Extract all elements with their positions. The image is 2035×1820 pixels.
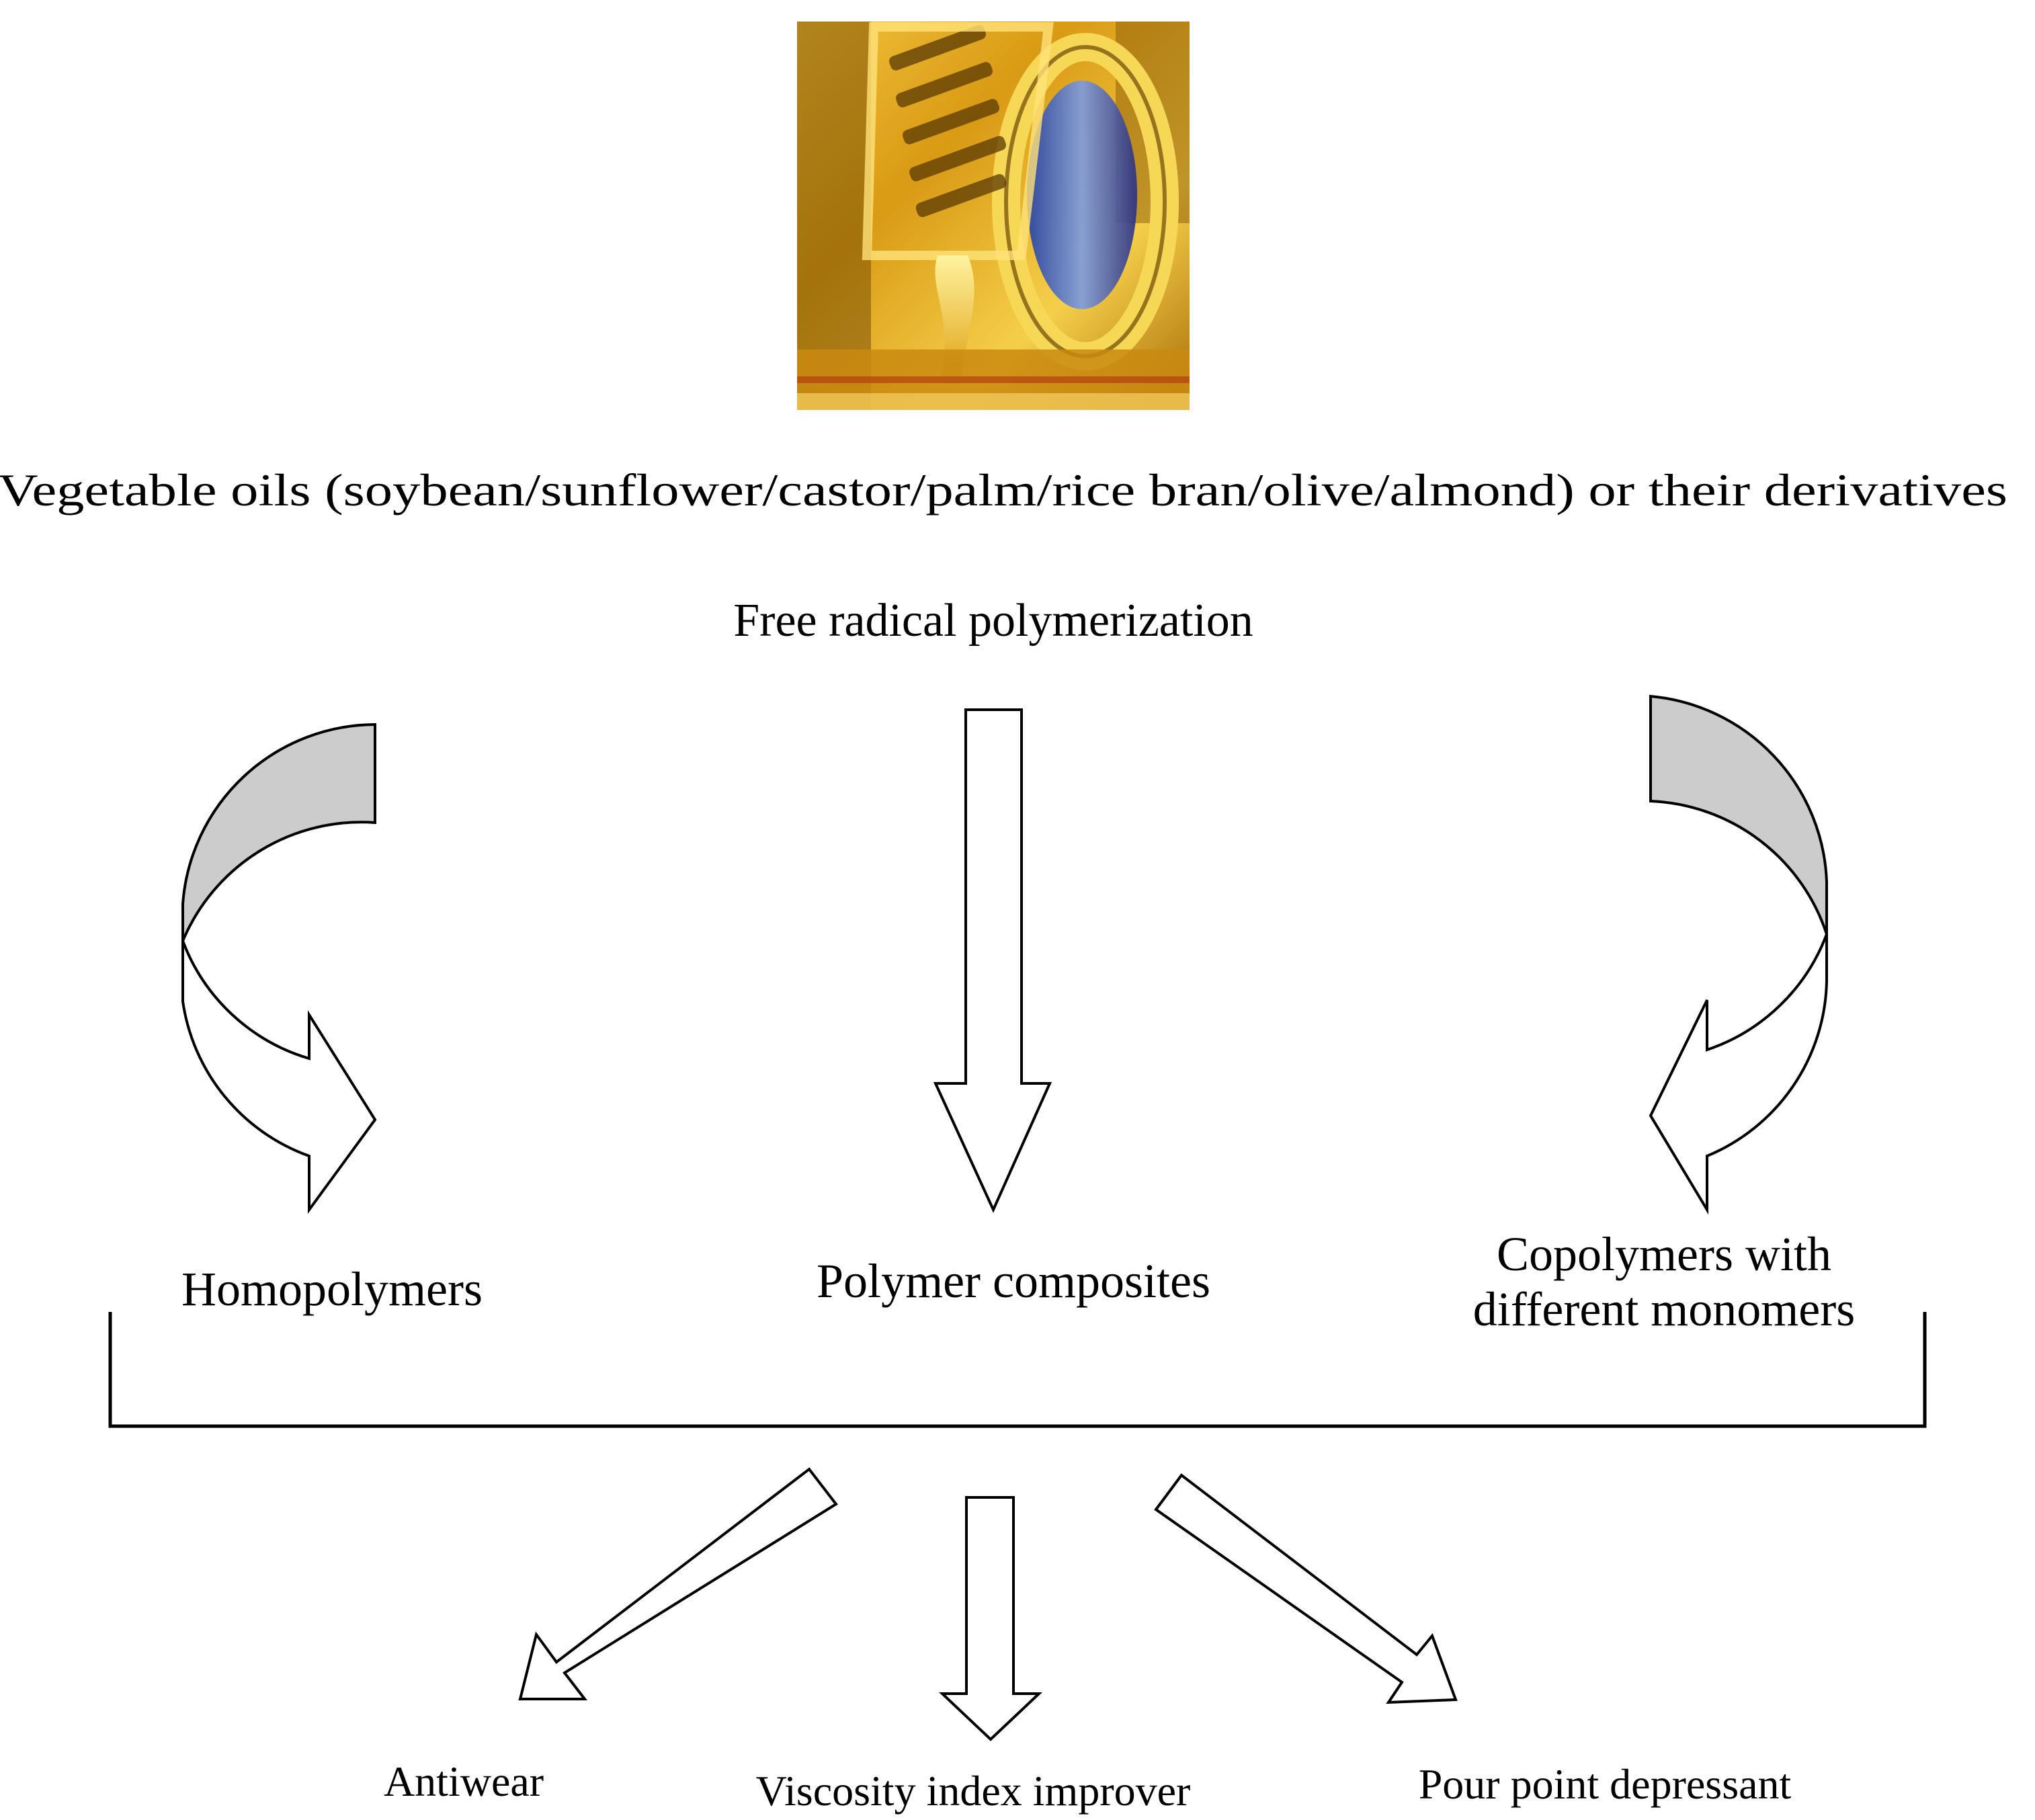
application-label-antiwear: Antiwear bbox=[384, 1757, 544, 1805]
application-label-pour-point: Pour point depressant bbox=[1419, 1760, 1792, 1808]
right-curved-arrow-icon bbox=[1649, 694, 1828, 1215]
product-label-composites: Polymer composites bbox=[817, 1254, 1210, 1308]
application-label-viscosity: Viscosity index improver bbox=[756, 1767, 1191, 1815]
process-label: Free radical polymerization bbox=[733, 595, 1253, 647]
source-label: Vegetable oils (soybean/sunflower/castor… bbox=[0, 464, 2007, 515]
product-label-copolymers-line1: Copolymers with bbox=[1497, 1227, 1831, 1281]
center-down-arrow-icon bbox=[933, 708, 1052, 1213]
left-curved-arrow-icon bbox=[181, 722, 377, 1214]
grouping-bracket bbox=[108, 1312, 1927, 1428]
oil-on-gears-photo bbox=[797, 22, 1190, 410]
product-label-copolymers-line2: different monomers bbox=[1473, 1282, 1856, 1336]
antiwear-arrow-icon bbox=[518, 1467, 838, 1700]
product-label-homopolymers: Homopolymers bbox=[181, 1262, 483, 1316]
pour-point-arrow-icon bbox=[1154, 1473, 1458, 1704]
viscosity-arrow-icon bbox=[938, 1496, 1043, 1741]
